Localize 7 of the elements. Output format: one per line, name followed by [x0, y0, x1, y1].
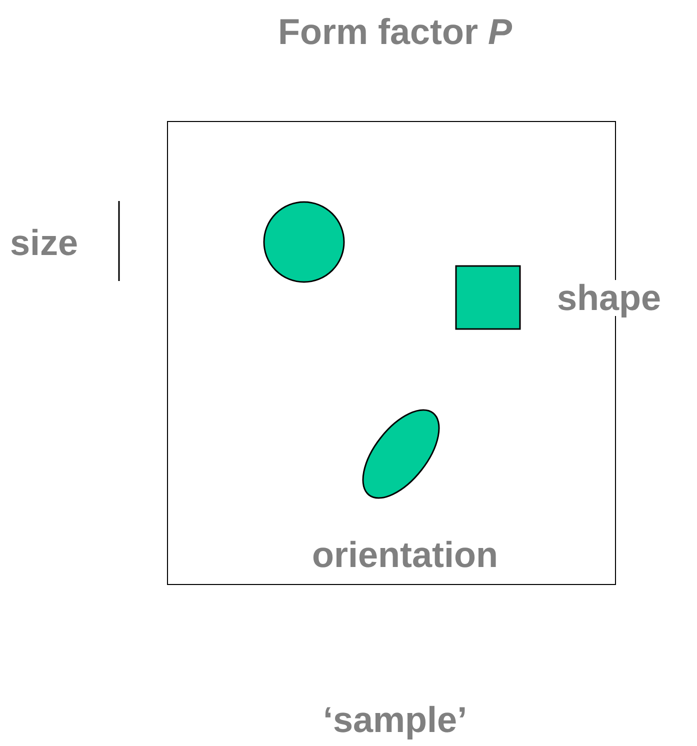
diagram-title: Form factor P — [278, 14, 512, 50]
sample-label: ‘sample’ — [323, 702, 468, 738]
circle-particle — [263, 201, 345, 283]
square-particle — [455, 265, 521, 330]
size-label: size — [10, 225, 78, 261]
shape-label: shape — [557, 280, 662, 316]
orientation-label: orientation — [312, 537, 498, 573]
